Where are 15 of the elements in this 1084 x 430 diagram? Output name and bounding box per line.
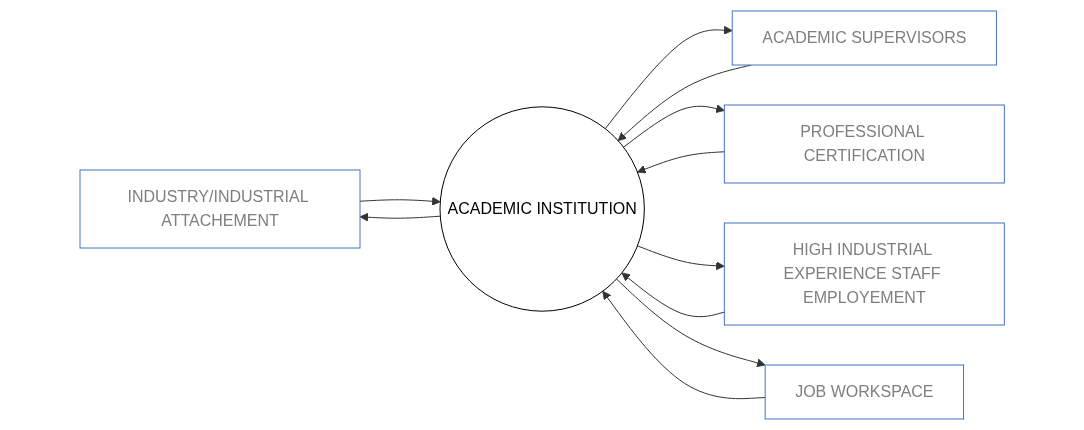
node-box: PROFESSIONAL CERTIFICATION [723,104,1005,184]
node-circle: ACADEMIC INSTITUTION [439,106,645,312]
arrow [615,278,766,368]
arrow [622,104,725,148]
arrow [621,272,725,318]
arrow [636,245,725,271]
arrow [359,212,441,222]
node-box: JOB WORKSPACE [764,364,964,420]
arrow [602,290,766,400]
arrow [359,196,441,206]
node-box: INDUSTRY/INDUSTRIAL ATTACHEMENT [79,169,361,249]
node-box: ACADEMIC SUPERVISORS [731,10,997,66]
arrow [636,151,725,174]
node-box: HIGH INDUSTRIAL EXPERIENCE STAFF EMPLOYEMENT [723,222,1005,326]
arrow [604,25,733,130]
